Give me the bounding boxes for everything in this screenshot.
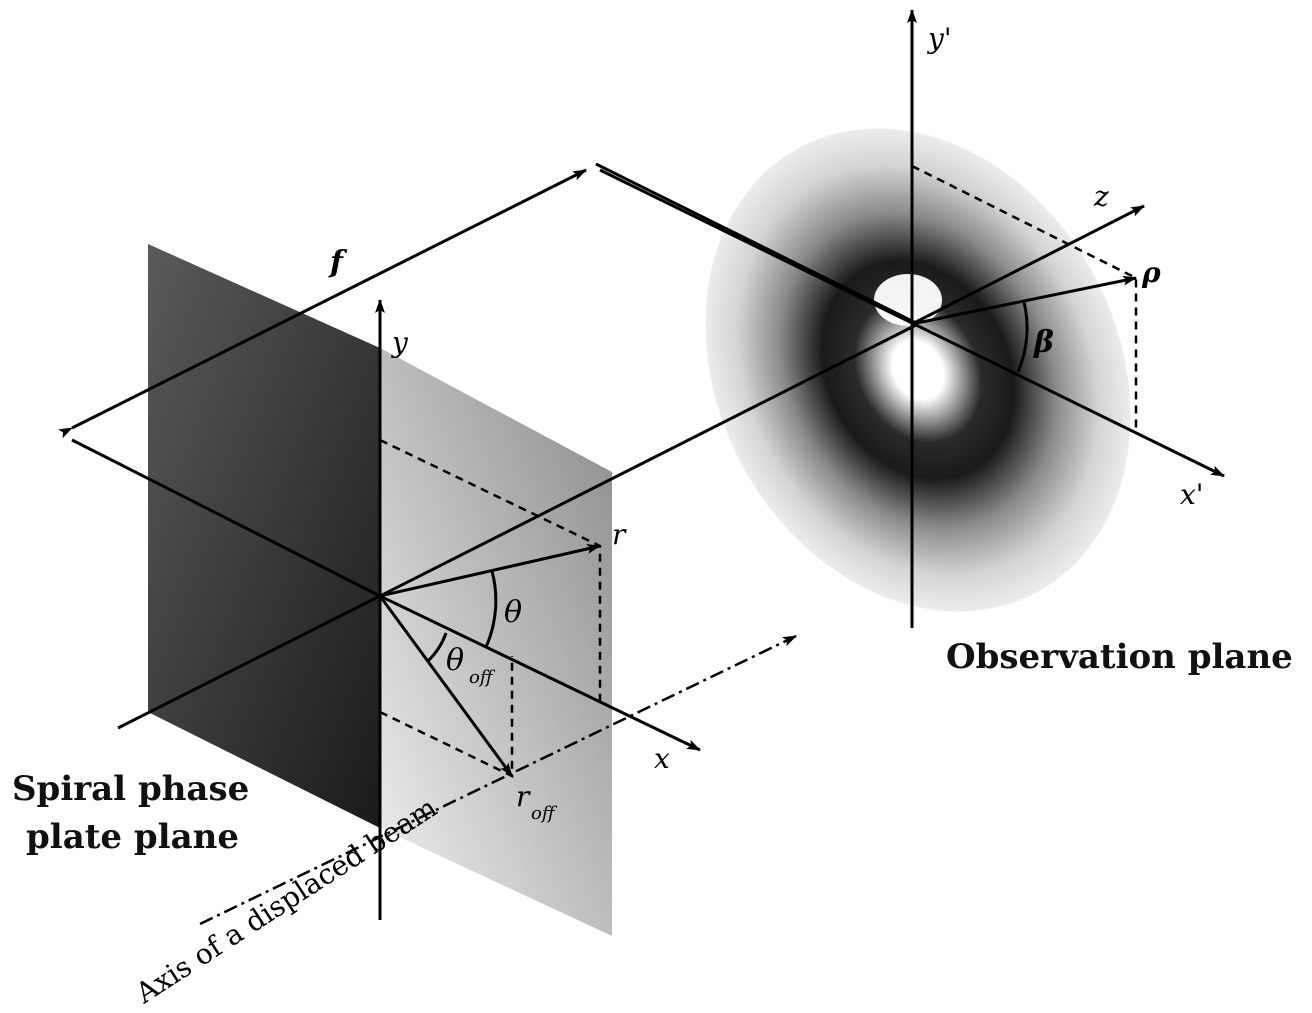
theta-label: θ <box>504 595 522 630</box>
theta-off-arc <box>426 632 448 663</box>
theta-arc <box>484 570 498 648</box>
observation-top-line <box>595 162 919 326</box>
beta-arc <box>1016 301 1029 373</box>
r-off-subscript: off <box>531 803 558 824</box>
observation-pattern <box>705 128 1131 612</box>
f-label: f <box>328 245 348 280</box>
theta-off-label: θ <box>446 643 464 678</box>
spiral-plate-label-line1: Spiral phase <box>12 769 249 809</box>
rho-vector <box>911 275 1137 326</box>
x-label: x <box>654 742 670 775</box>
theta-off-subscript: off <box>469 667 496 688</box>
r-label: r <box>612 518 627 551</box>
r-vector <box>379 544 601 598</box>
rho-label: ρ <box>1141 256 1161 289</box>
y-label: y <box>390 326 409 359</box>
x-prime-label: x' <box>1180 478 1204 511</box>
beta-label: β <box>1033 325 1054 360</box>
y-prime-label: y' <box>926 22 952 55</box>
r-off-label: r <box>516 780 531 813</box>
observation-plane-label: Observation plane <box>946 637 1293 677</box>
optical-axis-line <box>379 322 919 598</box>
r-projection-dashed <box>379 438 602 706</box>
plate-top-edge-line <box>71 438 381 598</box>
f-arrow <box>58 168 587 439</box>
spiral-plate-label-line2: plate plane <box>26 817 239 857</box>
z-axis <box>911 204 1145 326</box>
x-axis <box>117 594 381 730</box>
displaced-beam-axis <box>199 634 797 926</box>
spiral-plate-right <box>380 348 612 936</box>
x-axis-positive <box>379 594 701 752</box>
r-off-vector <box>378 595 514 777</box>
r-off-projection-dashed <box>379 656 514 778</box>
rho-projection-dashed <box>911 164 1138 428</box>
z-label: z <box>1093 180 1109 213</box>
